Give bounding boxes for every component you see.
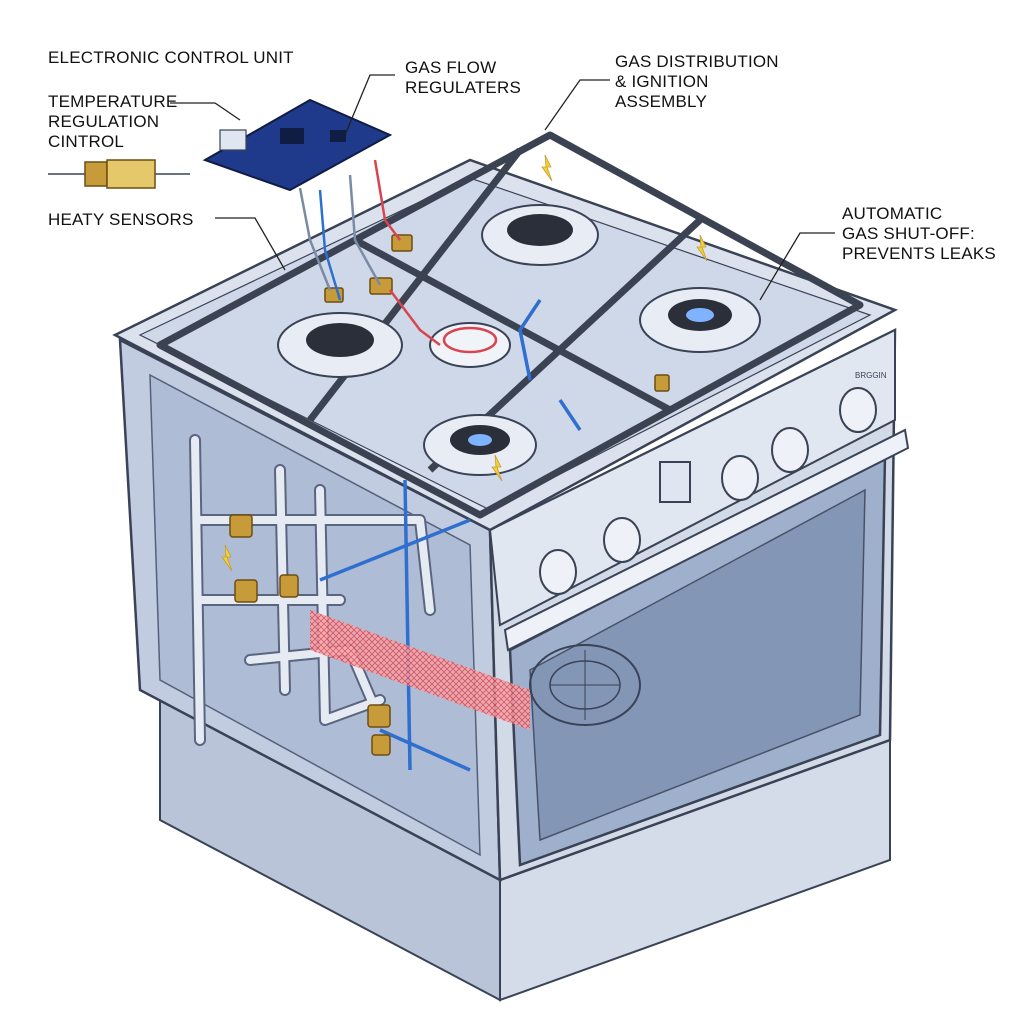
brass-valves [229,234,670,756]
flame-icons [221,154,708,572]
blue-gas-lines [319,299,582,772]
leader-lines [170,74,835,301]
brand-badge: BRGGIN [855,371,887,380]
burner-center [429,322,511,368]
label-gas-flow-regulators: GAS FLOW REGULATERS [405,58,521,97]
label-temperature-regulation-control: TEMPERATURE REGULATION CINTROL [48,92,178,151]
electronic-control-unit-board [202,98,393,192]
label-heaty-sensors: HEATY SENSORS [48,210,194,229]
label-electronic-control-unit: ELECTRONIC CONTROL UNIT [48,48,294,67]
burner-front [423,414,537,476]
control-knobs [539,387,877,595]
burner-right [639,287,761,353]
heat-zone [310,610,530,730]
burner-rear-left [277,312,403,378]
temperature-regulator-part [48,159,190,189]
burner-rear-center [481,204,599,266]
label-automatic-gas-shutoff: AUTOMATIC GAS SHUT-OFF: PREVENTS LEAKS [842,204,996,263]
ecu-wires [298,159,441,346]
oven-door [503,428,910,867]
label-gas-distribution-ignition: GAS DISTRIBUTION & IGNITION ASSEMBLY [615,52,779,111]
